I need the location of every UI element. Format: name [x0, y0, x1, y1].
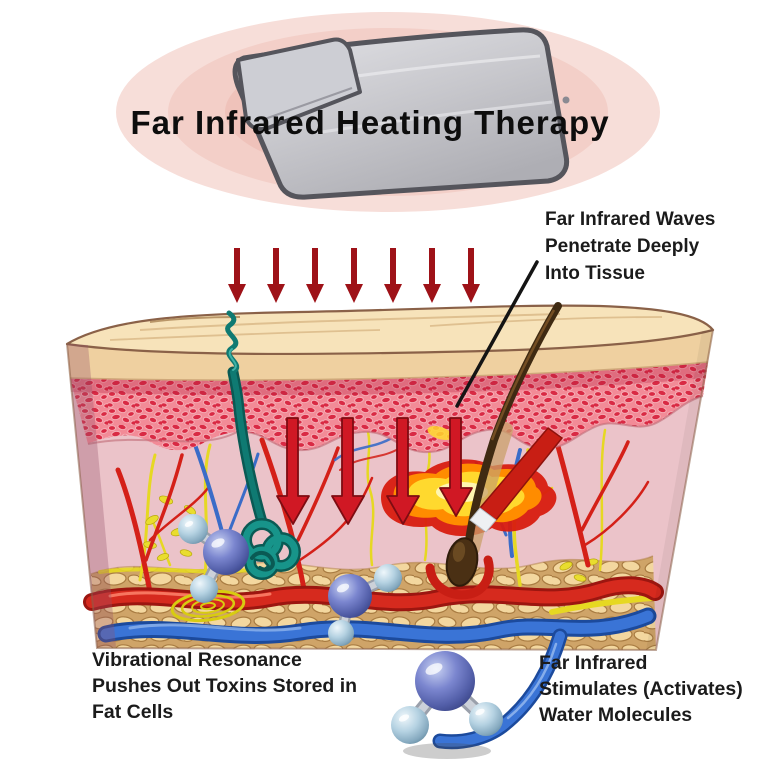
caption-line: Fat Cells [92, 701, 174, 723]
hydrogen-atom [469, 702, 503, 736]
down-arrow-icon [462, 248, 480, 303]
down-arrow-icon [306, 248, 324, 303]
oxygen-atom [415, 651, 475, 711]
water-molecule-middle [328, 564, 402, 646]
caption-line: Into Tissue [545, 263, 645, 284]
heating-pad-flap [236, 37, 362, 132]
caption-line: Far Infrared [539, 652, 648, 674]
hair-shaft [464, 302, 562, 552]
deep-arrow-icon [276, 417, 310, 525]
down-arrow-icon [423, 248, 441, 303]
down-arrow-icon [345, 248, 363, 303]
down-arrow-icon [267, 248, 285, 303]
skin-cross-section [65, 302, 715, 652]
hair-follicle [425, 302, 564, 600]
deep-arrow-icon [439, 417, 473, 517]
oxygen-atom [328, 574, 372, 618]
vein-horizontal [97, 607, 657, 644]
caption-line: Pushes Out Toxins Stored in [92, 675, 358, 697]
deep-arrow-icon [331, 417, 365, 525]
caption-line: Stimulates (Activates) [539, 678, 743, 700]
epidermis-layer [67, 330, 713, 381]
muscle-white-tip [469, 507, 497, 533]
oxygen-atom [203, 529, 249, 575]
caption-waves-penetrate: Far Infrared Waves Penetrate Deeply Into… [545, 206, 765, 287]
down-arrow-icon [228, 248, 246, 303]
deep-arrow-icon [386, 417, 420, 525]
caption-vibrational-resonance: Vibrational Resonance Pushes Out Toxins … [92, 647, 422, 725]
hydrogen-atom [178, 514, 208, 544]
water-molecule-bottom [391, 651, 503, 759]
water-molecule-left [178, 514, 249, 603]
hydrogen-atom [190, 575, 218, 603]
diagram-title: Far Infrared Heating Therapy [130, 104, 610, 141]
heating-pad [232, 27, 570, 200]
sweat-gland [225, 310, 301, 580]
caption-line: Penetrate Deeply [545, 236, 700, 257]
down-arrow-icon [384, 248, 402, 303]
caption-line: Water Molecules [539, 704, 693, 726]
hydrogen-atom [391, 706, 429, 744]
caption-line: Far Infrared Waves [545, 209, 716, 230]
hydrogen-atom [328, 620, 354, 646]
caption-line: Vibrational Resonance [92, 649, 302, 671]
vein-loop [432, 628, 568, 750]
zipper-pull-icon [562, 96, 570, 104]
caption-water-molecules: Far Infrared Stimulates (Activates) Wate… [539, 650, 767, 728]
hydrogen-atom [374, 564, 402, 592]
pointer-line [455, 260, 539, 408]
infrared-wave-arrows [228, 248, 480, 303]
penetrating-arrows [276, 417, 473, 525]
block-left-face [67, 344, 116, 648]
